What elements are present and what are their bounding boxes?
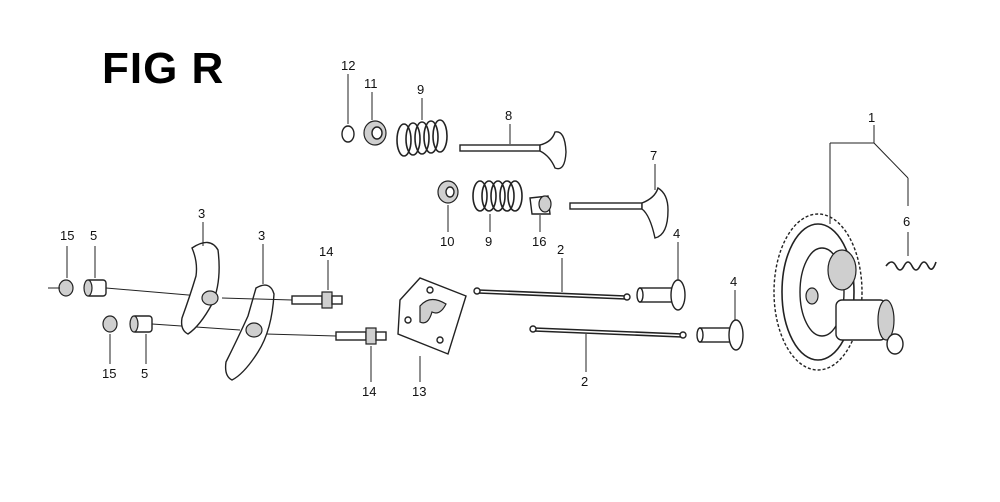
rocker-bolt-upper-14 <box>221 260 343 309</box>
push-rod-upper-2 <box>473 258 631 301</box>
callout-8: 8 <box>505 108 512 123</box>
valve-keeper-12 <box>341 74 355 143</box>
callout-4-lower: 4 <box>730 274 737 289</box>
tappet-lower-4 <box>696 290 744 351</box>
callout-5-upper: 5 <box>90 228 97 243</box>
callout-16: 16 <box>532 234 546 249</box>
callout-13: 13 <box>412 384 426 399</box>
callout-1: 1 <box>868 110 875 125</box>
callout-2-upper: 2 <box>557 242 564 257</box>
callout-7: 7 <box>650 148 657 163</box>
callout-12: 12 <box>341 58 355 73</box>
figure-title: FIG R <box>102 44 225 93</box>
rocker-nut-upper-15 <box>48 246 74 297</box>
pivot-upper-5 <box>83 246 201 297</box>
tappet-upper-4 <box>636 242 686 311</box>
callout-15-lower: 15 <box>102 366 116 381</box>
callout-3-right: 3 <box>258 228 265 243</box>
intake-valve-8 <box>459 124 567 170</box>
valve-guide-16 <box>529 195 552 232</box>
callout-15-upper: 15 <box>60 228 74 243</box>
callout-2-lower: 2 <box>581 374 588 389</box>
callout-10: 10 <box>440 234 454 249</box>
rocker-arm-right-3 <box>224 244 275 381</box>
camshaft-gear-1 <box>773 125 909 371</box>
callout-9-upper: 9 <box>417 82 424 97</box>
callout-11: 11 <box>364 76 378 91</box>
callout-14-upper: 14 <box>319 244 333 259</box>
callout-5-lower: 5 <box>141 366 148 381</box>
pivot-lower-5 <box>129 315 241 364</box>
callout-14-lower: 14 <box>362 384 376 399</box>
valve-spring-upper-9 <box>396 98 448 157</box>
callout-6: 6 <box>903 214 910 229</box>
callout-9-lower: 9 <box>485 234 492 249</box>
push-rod-guide-plate-13 <box>397 277 467 382</box>
rocker-nut-lower-15 <box>102 315 118 364</box>
exhaust-valve-7 <box>569 164 669 239</box>
rocker-arm-left-3 <box>180 222 220 335</box>
push-rod-lower-2 <box>529 325 687 372</box>
decompressor-spring-6 <box>885 232 937 271</box>
rocker-bolt-lower-14 <box>265 327 387 382</box>
valve-retainer-11 <box>363 92 387 146</box>
valve-rotator-10 <box>437 180 459 232</box>
valve-spring-lower-9 <box>472 180 523 232</box>
callout-4-upper: 4 <box>673 226 680 241</box>
callout-3-left: 3 <box>198 206 205 221</box>
